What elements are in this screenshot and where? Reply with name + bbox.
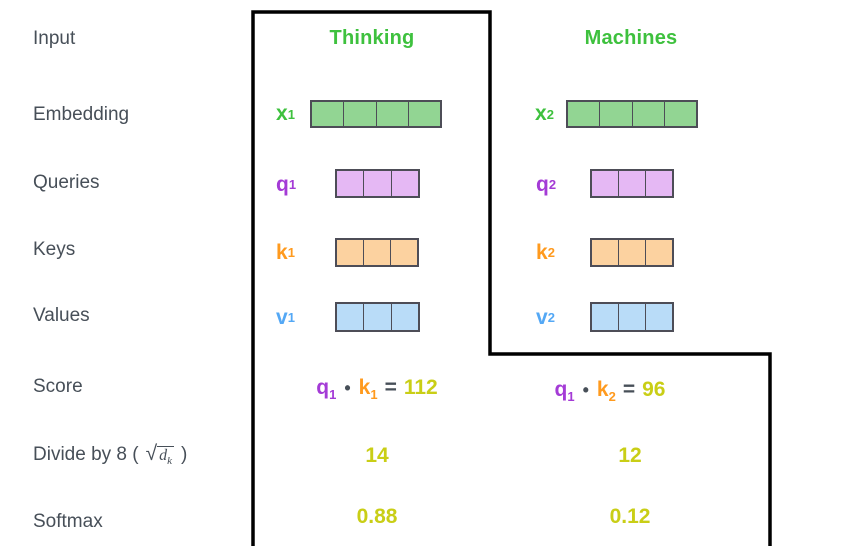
radicand-d: d bbox=[159, 447, 168, 464]
radicand-sub-k: k bbox=[167, 455, 173, 468]
divide-result-1: 14 bbox=[365, 444, 389, 467]
k2-sub: 2 bbox=[547, 245, 555, 260]
divide-suffix: ) bbox=[181, 444, 188, 465]
v1-sub: 1 bbox=[287, 310, 295, 325]
x1-base: x bbox=[276, 102, 288, 125]
q1-base: q bbox=[276, 172, 289, 196]
column-header-thinking: Thinking bbox=[329, 27, 415, 49]
vector-cell bbox=[343, 102, 376, 126]
query-vector-q1 bbox=[335, 169, 420, 198]
row-label-divide: Divide by 8 ( √dk) bbox=[33, 442, 187, 467]
value-vector-v2 bbox=[590, 302, 674, 332]
vector-cell bbox=[618, 240, 645, 265]
vector-cell bbox=[592, 171, 618, 196]
vector-cell bbox=[407, 102, 440, 126]
vector-cell bbox=[390, 304, 418, 330]
score1-k: k1 bbox=[358, 376, 378, 403]
vector-cell bbox=[592, 304, 618, 330]
vector-cell bbox=[363, 304, 391, 330]
v1-base: v bbox=[276, 305, 288, 329]
score1-q: q1 bbox=[316, 376, 337, 403]
k1-base: k bbox=[276, 240, 288, 264]
vector-cell bbox=[645, 171, 672, 196]
row-label-input: Input bbox=[33, 28, 76, 49]
v2-sub: 2 bbox=[547, 310, 555, 325]
vector-cell bbox=[592, 240, 618, 265]
row-label-values: Values bbox=[33, 305, 90, 326]
row-label-queries: Queries bbox=[33, 172, 100, 193]
q2-base: q bbox=[536, 172, 549, 196]
q2-sub: 2 bbox=[548, 177, 557, 192]
vector-cell bbox=[645, 304, 672, 330]
column-header-machines: Machines bbox=[584, 27, 678, 49]
dot-product-icon: • bbox=[582, 380, 589, 400]
row-label-score: Score bbox=[33, 376, 83, 397]
vector-cell bbox=[375, 102, 408, 126]
x1-sub: 1 bbox=[287, 106, 295, 122]
score1-equals: = bbox=[384, 376, 397, 399]
query-vector-q2 bbox=[590, 169, 674, 198]
vector-cell bbox=[363, 171, 391, 196]
row-label-embedding: Embedding bbox=[33, 104, 130, 125]
vector-cell bbox=[618, 171, 645, 196]
key-vector-k2 bbox=[590, 238, 674, 267]
score2-equals: = bbox=[622, 378, 636, 401]
embedding-vector-x1 bbox=[310, 100, 442, 128]
x2-sub: 2 bbox=[546, 106, 554, 122]
vector-cell bbox=[363, 240, 390, 265]
sqrt-icon: √ bbox=[145, 442, 158, 465]
vector-cell bbox=[618, 304, 645, 330]
row-label-keys: Keys bbox=[33, 239, 76, 260]
score-equation-2: q1 • k2 = 96 bbox=[480, 378, 740, 404]
vector-cell bbox=[663, 102, 696, 126]
score-equation-1: q1 • k1 = 112 bbox=[253, 376, 501, 402]
key-vector-k1 bbox=[335, 238, 419, 267]
v2-base: v bbox=[536, 305, 548, 329]
vector-cell bbox=[631, 102, 664, 126]
vector-cell bbox=[568, 102, 600, 126]
q1-sub: 1 bbox=[288, 177, 297, 192]
score2-result: 96 bbox=[642, 378, 666, 401]
row-label-softmax: Softmax bbox=[33, 511, 103, 532]
vector-cell bbox=[599, 102, 632, 126]
vector-cell bbox=[337, 304, 364, 330]
vector-cell bbox=[312, 102, 344, 126]
x2-base: x bbox=[535, 102, 547, 125]
outline-path bbox=[251, 10, 772, 546]
divide-result-2: 12 bbox=[618, 444, 642, 467]
k1-sub: 1 bbox=[287, 245, 295, 260]
vector-cell bbox=[390, 171, 418, 196]
softmax-result-2: 0.12 bbox=[609, 505, 651, 528]
vector-cell bbox=[337, 171, 364, 196]
k2-base: k bbox=[536, 240, 548, 264]
score1-result: 112 bbox=[403, 376, 438, 399]
vector-cell bbox=[645, 240, 672, 265]
score2-k: k2 bbox=[596, 378, 616, 405]
softmax-result-1: 0.88 bbox=[356, 505, 398, 528]
dot-product-icon: • bbox=[344, 378, 351, 398]
score2-q: q1 bbox=[554, 378, 575, 405]
divide-prefix: Divide by 8 ( bbox=[33, 444, 139, 465]
vector-cell bbox=[390, 240, 417, 265]
value-vector-v1 bbox=[335, 302, 420, 332]
embedding-vector-x2 bbox=[566, 100, 698, 128]
sqrt-radicand: dk bbox=[157, 446, 175, 468]
vector-cell bbox=[337, 240, 363, 265]
